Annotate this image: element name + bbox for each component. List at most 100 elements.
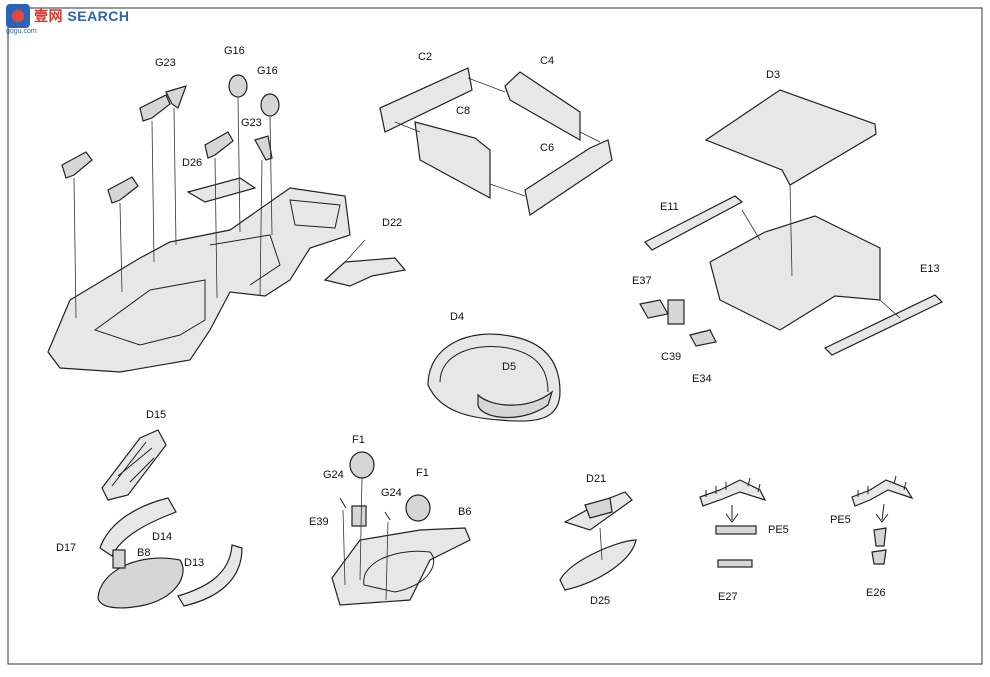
part-D17 xyxy=(99,497,177,557)
part-G24-a xyxy=(339,497,347,509)
label-D25: D25 xyxy=(590,595,610,607)
label-PE5-a: PE5 xyxy=(768,524,789,536)
group-searchlight-deck: F1 F1 G24 G24 E39 B6 xyxy=(309,434,471,606)
part-E39 xyxy=(351,505,367,527)
part-deckhouse-base xyxy=(709,215,881,331)
guide-line xyxy=(269,116,273,236)
label-C6: C6 xyxy=(540,142,554,154)
label-C39: C39 xyxy=(661,351,681,363)
deck-top-panel xyxy=(289,199,341,229)
part-PE5-a xyxy=(715,525,757,535)
part-C2 xyxy=(379,67,473,133)
part-B6 xyxy=(331,527,471,606)
label-G23-b: G23 xyxy=(241,117,262,129)
label-E39: E39 xyxy=(309,516,329,528)
part-D3 xyxy=(704,89,877,186)
part-PE5-b xyxy=(873,527,887,547)
group-bulwark-rings: D4 D5 xyxy=(427,311,561,422)
D15-grid xyxy=(111,441,155,487)
part-C39 xyxy=(667,299,685,325)
label-G24-a: G24 xyxy=(323,469,344,481)
label-E37: E37 xyxy=(632,275,652,287)
part-G-left3 xyxy=(139,94,171,122)
part-rail-b xyxy=(851,479,914,507)
guide-line xyxy=(741,209,761,241)
deck-inner-outline xyxy=(209,234,281,286)
part-E26 xyxy=(871,549,887,565)
arrow-down xyxy=(725,505,739,523)
label-D22: D22 xyxy=(382,217,402,229)
group-photoetch-b: PE5 E26 xyxy=(830,475,914,599)
rail-posts-b xyxy=(857,475,907,497)
guide-line xyxy=(173,107,177,246)
part-G-left2 xyxy=(107,176,139,204)
label-G23-a: G23 xyxy=(155,57,176,69)
group-boat: D21 D25 xyxy=(559,473,637,607)
label-G16-b: G16 xyxy=(257,65,278,77)
part-E27 xyxy=(717,559,753,568)
label-D26: D26 xyxy=(182,157,202,169)
guide-line xyxy=(151,120,155,263)
guide-line xyxy=(259,159,263,297)
part-E37 xyxy=(639,299,669,319)
arrow-down xyxy=(875,503,889,523)
part-F1-a xyxy=(349,451,375,479)
watermark-sub: gogu.com xyxy=(6,28,37,35)
label-B8: B8 xyxy=(137,547,150,559)
boat-cabin xyxy=(584,497,613,519)
ring-inner xyxy=(439,346,549,393)
part-D4 xyxy=(427,333,561,422)
guide-line xyxy=(344,239,366,263)
part-D26 xyxy=(186,177,257,203)
part-G23b xyxy=(254,135,273,161)
guide-line xyxy=(119,202,123,293)
part-C8 xyxy=(414,121,491,200)
guide-line xyxy=(467,77,506,93)
group-main-deck: G23 G16 G16 G23 D26 D22 xyxy=(47,45,407,373)
part-D15 xyxy=(101,429,167,501)
guide-line xyxy=(394,121,421,133)
part-E34 xyxy=(689,329,717,347)
part-G24-b xyxy=(384,511,391,521)
part-E13 xyxy=(823,294,944,356)
label-C8: C8 xyxy=(456,105,470,117)
label-D14: D14 xyxy=(152,531,172,543)
part-G-left1 xyxy=(61,151,93,179)
label-E13: E13 xyxy=(920,263,940,275)
frame-border xyxy=(7,7,983,665)
label-D4: D4 xyxy=(450,311,464,323)
label-D13: D13 xyxy=(184,557,204,569)
group-bridge-platform: D15 D17 B8 D14 D13 xyxy=(56,409,243,609)
part-E11 xyxy=(644,195,744,251)
guide-line xyxy=(214,157,218,299)
part-F1-b xyxy=(405,494,431,522)
B6-inner-outline xyxy=(363,550,435,593)
label-C2: C2 xyxy=(418,51,432,63)
guide-line xyxy=(489,183,526,197)
group-photoetch-a: PE5 E27 xyxy=(699,477,789,603)
part-G16b xyxy=(260,93,280,117)
part-G16a xyxy=(228,74,248,98)
label-PE5-b: PE5 xyxy=(830,514,851,526)
logo-icon xyxy=(6,4,30,28)
label-G16-a: G16 xyxy=(224,45,245,57)
guide-line xyxy=(579,131,601,143)
label-E34: E34 xyxy=(692,373,712,385)
rail-posts-a xyxy=(705,477,761,497)
part-D13 xyxy=(177,544,243,607)
part-D5 xyxy=(477,390,554,418)
part-C4 xyxy=(504,71,581,142)
label-E26: E26 xyxy=(866,587,886,599)
guide-line xyxy=(385,521,389,601)
part-D22 xyxy=(323,257,407,287)
part-B8 xyxy=(112,549,126,569)
part-C6 xyxy=(524,139,613,216)
watermark-logo: 壹网 SEARCH xyxy=(6,4,130,28)
guide-line xyxy=(73,177,77,319)
part-G-mid xyxy=(204,131,234,159)
label-C4: C4 xyxy=(540,55,554,67)
deck-panel-outline xyxy=(93,279,206,346)
watermark-text: 壹网 SEARCH xyxy=(34,8,130,24)
